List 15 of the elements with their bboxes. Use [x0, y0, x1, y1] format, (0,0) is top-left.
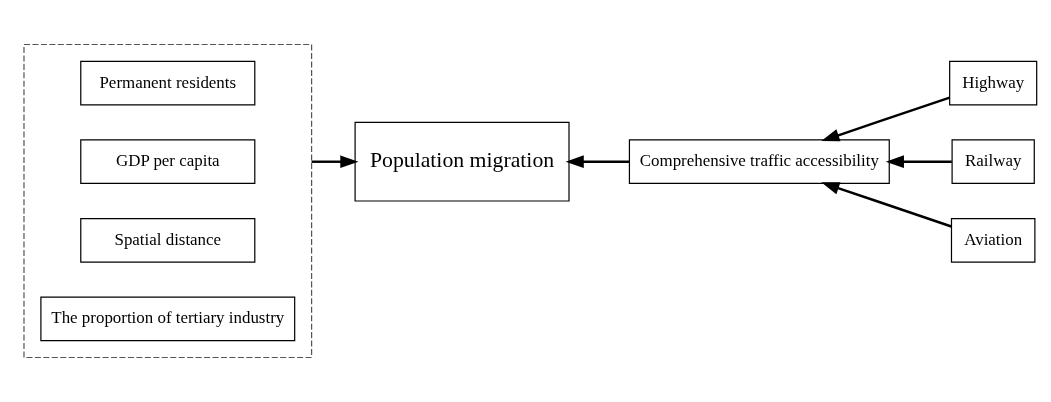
- node-box: Highway: [949, 60, 1038, 106]
- node-box: GDP per capita: [80, 139, 256, 185]
- arrow: [311, 155, 359, 169]
- arrow: [821, 182, 952, 228]
- node-box: Permanent residents: [80, 60, 256, 106]
- cluster: [23, 43, 313, 359]
- node-box: Spatial distance: [80, 217, 256, 263]
- arrow: [885, 155, 952, 169]
- node-box: Population migration: [354, 121, 570, 202]
- node-box: Railway: [951, 139, 1035, 185]
- arrow: [565, 155, 630, 169]
- node-box: The proportion of tertiary industry: [40, 296, 296, 342]
- node-box: Aviation: [950, 217, 1036, 263]
- node-box: Comprehensive traffic accessibility: [628, 139, 890, 185]
- arrow: [821, 96, 950, 142]
